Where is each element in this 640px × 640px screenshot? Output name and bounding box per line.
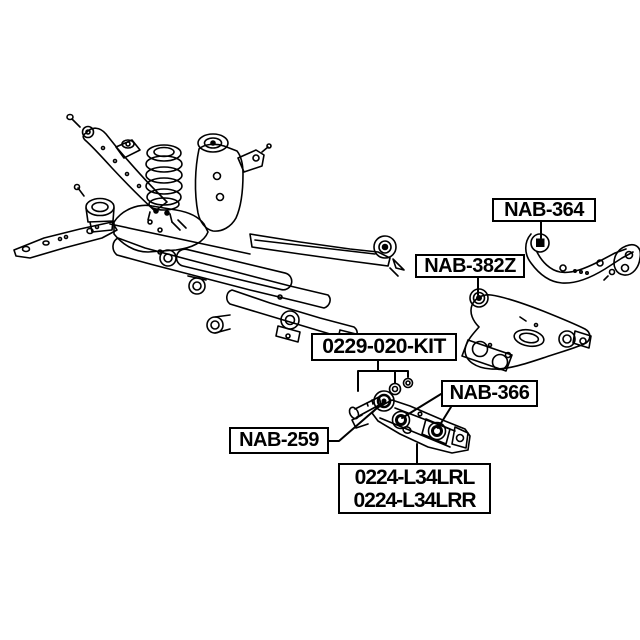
- subframe-upper-left-arm: [66, 113, 168, 212]
- upper-control-arm-drawing: [524, 233, 640, 284]
- part-label-nab-259: NAB-259: [229, 427, 329, 454]
- subframe-center-body: [109, 204, 251, 255]
- part-label-nab-364: NAB-364: [492, 198, 596, 222]
- part-number-lrl: 0224-L34LRL: [354, 465, 476, 489]
- coil-spring-drawing: [145, 144, 183, 211]
- leader-nab259: [328, 401, 385, 442]
- washer-icon: [388, 382, 402, 396]
- subframe-left-wing: [13, 221, 118, 259]
- nut-icon: [402, 377, 414, 389]
- part-label-0229-020-kit: 0229-020-KIT: [311, 333, 457, 361]
- trailing-arm-inner-bushing: [391, 410, 411, 430]
- trailing-arm-outer-bushing: [427, 421, 447, 441]
- part-number-lrr: 0224-L34LRR: [353, 488, 476, 512]
- subframe-main-beam: [112, 237, 331, 309]
- camber-bolt-drawing: [348, 396, 382, 420]
- subframe-right-tower: [194, 133, 272, 232]
- trailing-arm-drawing: [351, 390, 471, 454]
- lower-control-arm-drawing: [461, 288, 592, 372]
- subframe-crossmember-drawing: [13, 113, 405, 350]
- subframe-left-bushing: [73, 183, 115, 233]
- leader-nab366: [401, 393, 452, 429]
- part-label-nab-366: NAB-366: [441, 380, 538, 407]
- part-label-nab-382z: NAB-382Z: [415, 254, 525, 278]
- leader-kit: [357, 360, 409, 392]
- leader-lines: [328, 221, 542, 464]
- part-label-0224-l34: 0224-L34LRL 0224-L34LRR: [338, 463, 491, 514]
- subframe-right-arm: [249, 233, 405, 277]
